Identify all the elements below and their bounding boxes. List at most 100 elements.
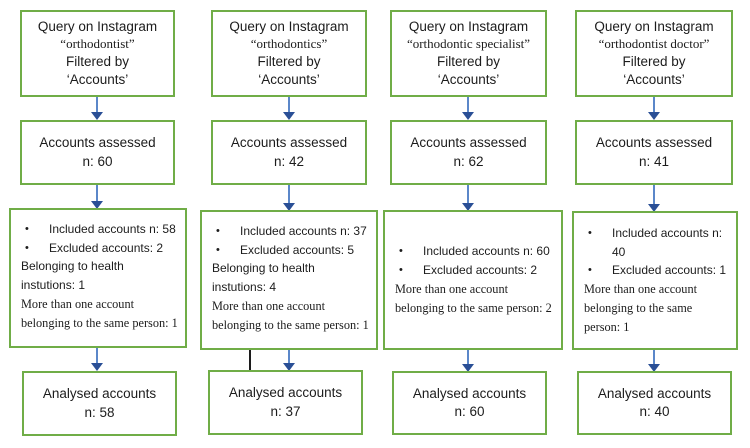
included-accounts-item: • Included accounts n: 60 bbox=[395, 242, 555, 261]
bullet-icon: • bbox=[588, 264, 592, 277]
included-accounts-text: Included accounts n: 40 bbox=[612, 225, 723, 259]
analysed-box: Analysed accounts n: 40 bbox=[577, 371, 732, 435]
query-box-orthodontist-doctor: Query on Instagram “orthodontist doctor”… bbox=[575, 10, 733, 97]
excluded-accounts-item: • Excluded accounts: 1 bbox=[584, 261, 730, 280]
assessed-label: Accounts assessed bbox=[39, 135, 156, 151]
query-filtered-by: Filtered by bbox=[65, 53, 130, 69]
flow-arrow bbox=[91, 348, 103, 371]
analysed-count: n: 40 bbox=[639, 404, 670, 419]
excluded-accounts-text: Excluded accounts: 2 bbox=[49, 240, 164, 255]
bullet-icon: • bbox=[588, 226, 592, 239]
analysed-box: Analysed accounts n: 58 bbox=[22, 371, 177, 436]
flow-arrow bbox=[91, 97, 103, 120]
assessed-box: Accounts assessed n: 42 bbox=[211, 120, 367, 185]
arrow-line bbox=[653, 185, 655, 205]
assessed-box: Accounts assessed n: 60 bbox=[20, 120, 175, 185]
arrow-head-icon bbox=[91, 112, 103, 120]
bullet-icon: • bbox=[25, 241, 29, 254]
exclusion-reason-health: Belonging to health instutions: 1 bbox=[21, 259, 124, 292]
excluded-accounts-item: • Excluded accounts: 2 bbox=[395, 261, 555, 280]
assessed-count: n: 42 bbox=[273, 153, 305, 169]
selection-box: • Included accounts n: 58 • Excluded acc… bbox=[9, 208, 187, 348]
query-filtered-by: Filtered by bbox=[436, 53, 501, 69]
arrow-head-icon bbox=[283, 203, 295, 211]
analysed-count: n: 58 bbox=[84, 404, 115, 420]
assessed-label: Accounts assessed bbox=[595, 135, 713, 151]
analysed-count: n: 37 bbox=[270, 403, 301, 419]
selection-box: • Included accounts n: 37 • Excluded acc… bbox=[200, 210, 378, 350]
arrow-head-icon bbox=[91, 201, 103, 209]
included-accounts-text: Included accounts n: 37 bbox=[240, 224, 367, 238]
arrow-head-icon bbox=[648, 112, 660, 120]
stray-connector-line bbox=[249, 350, 251, 371]
flow-arrow bbox=[462, 185, 474, 211]
query-title: Query on Instagram bbox=[594, 18, 714, 34]
exclusion-reason-health: Belonging to health instutions: 4 bbox=[212, 261, 315, 294]
query-filtered-by: Filtered by bbox=[622, 53, 686, 69]
arrow-head-icon bbox=[91, 363, 103, 371]
excluded-accounts-text: Excluded accounts: 5 bbox=[240, 242, 355, 257]
query-filter-value: ‘Accounts’ bbox=[437, 72, 500, 88]
arrow-line bbox=[467, 350, 469, 365]
analysed-count: n: 60 bbox=[454, 404, 485, 419]
excluded-accounts-text: Excluded accounts: 2 bbox=[423, 262, 538, 277]
arrow-line bbox=[96, 185, 98, 202]
assessed-label: Accounts assessed bbox=[230, 135, 348, 151]
selection-box: • Included accounts n: 60 • Excluded acc… bbox=[383, 210, 563, 350]
assessed-box: Accounts assessed n: 62 bbox=[390, 120, 547, 185]
excluded-accounts-item: • Excluded accounts: 2 bbox=[21, 239, 179, 258]
arrow-line bbox=[288, 97, 290, 113]
arrow-head-icon bbox=[462, 112, 474, 120]
assessed-count: n: 60 bbox=[82, 153, 113, 169]
arrow-head-icon bbox=[648, 204, 660, 212]
arrow-head-icon bbox=[283, 112, 295, 120]
exclusion-reason-duplicate: More than one account belonging to the s… bbox=[584, 281, 698, 334]
included-accounts-text: Included accounts n: 58 bbox=[49, 222, 176, 236]
arrow-line bbox=[467, 185, 469, 204]
flow-arrow bbox=[283, 97, 295, 120]
query-title: Query on Instagram bbox=[408, 18, 529, 34]
flow-arrow bbox=[283, 350, 295, 371]
arrow-line bbox=[653, 97, 655, 113]
query-box-orthodontic-specialist: Query on Instagram “orthodontic speciali… bbox=[390, 10, 547, 97]
included-accounts-item: • Included accounts n: 40 bbox=[584, 224, 730, 261]
arrow-line bbox=[288, 185, 290, 204]
arrow-head-icon bbox=[462, 203, 474, 211]
included-accounts-item: • Included accounts n: 37 bbox=[212, 222, 370, 241]
bullet-icon: • bbox=[216, 225, 220, 237]
exclusion-reason-duplicate: More than one account belonging to the s… bbox=[212, 298, 369, 332]
arrow-head-icon bbox=[648, 364, 660, 372]
query-box-orthodontics: Query on Instagram “orthodontics” Filter… bbox=[211, 10, 367, 97]
selection-box: • Included accounts n: 40 • Excluded acc… bbox=[572, 211, 738, 350]
analysed-label: Analysed accounts bbox=[42, 386, 157, 402]
analysed-label: Analysed accounts bbox=[597, 385, 712, 401]
analysed-box: Analysed accounts n: 60 bbox=[392, 371, 547, 435]
flow-arrow bbox=[283, 185, 295, 211]
exclusion-reason-duplicate: More than one account belonging to the s… bbox=[21, 296, 178, 330]
assessed-count: n: 41 bbox=[638, 153, 670, 169]
included-accounts-item: • Included accounts n: 58 bbox=[21, 220, 179, 239]
bullet-icon: • bbox=[25, 223, 29, 235]
arrow-line bbox=[653, 350, 655, 365]
query-filter-value: ‘Accounts’ bbox=[623, 72, 685, 88]
arrow-head-icon bbox=[283, 363, 295, 371]
query-filter-value: ‘Accounts’ bbox=[66, 72, 129, 88]
arrow-line bbox=[96, 348, 98, 364]
query-title: Query on Instagram bbox=[229, 18, 349, 34]
query-term: “orthodontist doctor” bbox=[598, 35, 710, 51]
arrow-head-icon bbox=[462, 364, 474, 372]
excluded-accounts-item: • Excluded accounts: 5 bbox=[212, 241, 370, 260]
query-title: Query on Instagram bbox=[37, 18, 158, 34]
query-term: “orthodontic specialist” bbox=[406, 35, 531, 51]
query-filter-value: ‘Accounts’ bbox=[258, 72, 320, 88]
assessed-count: n: 62 bbox=[453, 153, 484, 169]
query-box-orthodontist: Query on Instagram “orthodontist” Filter… bbox=[20, 10, 175, 97]
flow-arrow bbox=[462, 97, 474, 120]
bullet-icon: • bbox=[216, 243, 220, 256]
query-filtered-by: Filtered by bbox=[257, 53, 321, 69]
bullet-icon: • bbox=[399, 245, 403, 258]
analysed-box: Analysed accounts n: 37 bbox=[208, 370, 363, 435]
arrow-line bbox=[96, 97, 98, 113]
flow-arrow bbox=[648, 350, 660, 372]
